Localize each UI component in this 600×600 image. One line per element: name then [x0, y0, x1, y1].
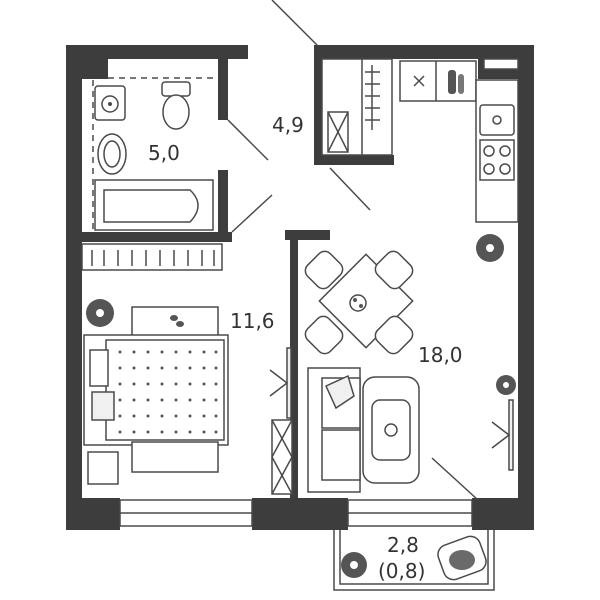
armchair-icon: [437, 535, 487, 581]
balcony-reduced-area: (0,8): [378, 559, 425, 583]
chair-icon: [304, 250, 414, 355]
window-kitchen-top: [483, 58, 519, 70]
wall-bottom-right: [472, 498, 534, 530]
wall-bath-corner: [82, 59, 108, 79]
doors: [227, 0, 514, 501]
sink-icon: [94, 85, 126, 121]
wardrobe-icon: [271, 419, 293, 495]
nightstand: [87, 451, 119, 485]
balcony: 2,8 (0,8): [333, 530, 495, 591]
windows: [119, 58, 519, 527]
wall-bedroom-right: [290, 230, 298, 498]
kitchen-living-area: 18,0: [418, 343, 463, 367]
wall-right: [518, 45, 534, 530]
plant-icon: [496, 375, 516, 395]
plant-icon: [341, 552, 367, 578]
entrance-door: [271, 0, 319, 47]
balcony-area: 2,8: [387, 533, 419, 557]
wardrobe-icon: [321, 58, 393, 156]
plant-icon: [476, 234, 504, 262]
wall-top-left: [66, 45, 248, 59]
kitchen-living: 18,0: [304, 60, 519, 493]
wall-top-right: [314, 45, 534, 59]
balcony-door: [431, 457, 479, 501]
hall: 4,9: [272, 58, 393, 156]
sink-icon: [97, 133, 127, 175]
wall-bedroom-right-top: [285, 230, 330, 240]
wall-bottom-mid: [252, 498, 348, 530]
wall-bath-right-bottom: [218, 170, 228, 238]
wall-left: [66, 45, 82, 530]
bedroom: 11,6: [81, 243, 293, 495]
wall-bottom-left: [66, 498, 120, 530]
wall-bath-right-top: [218, 45, 228, 120]
wall-closet-bottom: [314, 155, 394, 165]
bathroom: 5,0: [92, 77, 218, 232]
bedroom-area: 11,6: [230, 309, 275, 333]
wardrobe-icon: [81, 243, 223, 271]
toilet-icon: [161, 81, 191, 130]
coffee-table-icon: [362, 376, 420, 484]
hall-area: 4,9: [272, 113, 304, 137]
slippers-icon: [170, 315, 184, 327]
bathroom-door: [227, 119, 269, 161]
bathroom-area: 5,0: [148, 141, 180, 165]
bed-icon: [83, 306, 229, 473]
sofa-icon: [307, 367, 361, 493]
kitchen-door: [329, 167, 371, 211]
vase-icon: [448, 70, 464, 94]
kitchen-sink-icon: [479, 104, 515, 136]
wall-bath-bottom: [66, 232, 232, 242]
bedroom-door: [231, 194, 273, 233]
bathtub-icon: [94, 179, 214, 231]
stove-icon: [479, 139, 515, 181]
plant-icon: [86, 299, 114, 327]
walls: [66, 45, 534, 530]
wall-closet-left: [314, 45, 322, 165]
